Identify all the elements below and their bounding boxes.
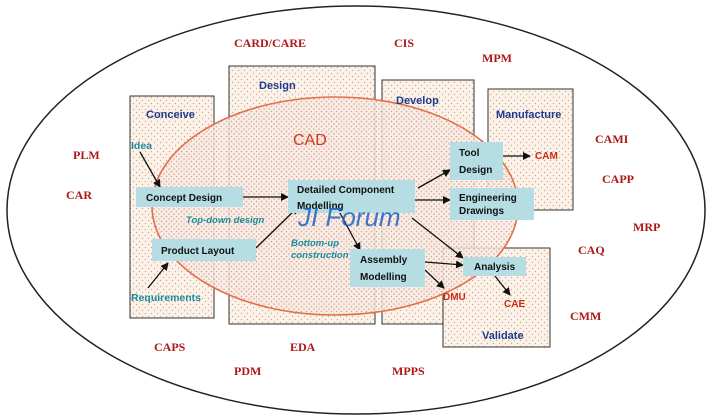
outer-label-caps: CAPS xyxy=(154,340,186,354)
arrow-assembly-to-dmu xyxy=(424,269,445,289)
cad-label: CAD xyxy=(293,132,327,149)
arrow-requirements-to-layout xyxy=(147,262,169,289)
outer-label-pdm: PDM xyxy=(234,364,261,378)
arrow-detailed-to-assembly xyxy=(339,212,361,251)
arrow-detailed-to-analysis xyxy=(411,217,464,259)
outer-label-mrp: MRP xyxy=(633,220,660,234)
panel-title-manufacture: Manufacture xyxy=(496,109,561,121)
arrow-layout-to-detailed xyxy=(255,206,299,249)
outer-label-car: CAR xyxy=(66,188,92,202)
concept-design-label: Concept Design xyxy=(146,193,222,204)
engineering-drawings-node xyxy=(450,188,534,220)
dmu-label: DMU xyxy=(443,292,466,303)
arrow-detailed-to-tool xyxy=(417,169,451,189)
outer-label-capp: CAPP xyxy=(602,172,634,186)
bottom-up-label-line2: construction xyxy=(291,250,349,261)
bottom-up-label-line1: Bottom-up xyxy=(291,238,339,249)
detailed-component-node xyxy=(288,180,415,213)
arrow-idea-to-concept xyxy=(139,151,161,188)
panel-title-design: Design xyxy=(259,80,296,92)
outer-label-cami: CAMI xyxy=(595,132,629,146)
outer-label-caq: CAQ xyxy=(578,243,605,257)
outer-label-eda: EDA xyxy=(290,340,316,354)
analysis-node xyxy=(463,257,526,276)
assembly-modelling-label-line2: Modelling xyxy=(360,272,407,283)
outer-label-cmm: CMM xyxy=(570,309,601,323)
analysis-label: Analysis xyxy=(474,262,516,273)
arrow-assembly-to-analysis xyxy=(424,260,464,269)
cam-label: CAM xyxy=(535,151,558,162)
engineering-drawings-label-line1: Engineering xyxy=(459,193,517,204)
watermark-text: JI Forum xyxy=(297,202,401,232)
outer-label-plm: PLM xyxy=(73,148,100,162)
product-layout-node xyxy=(152,239,256,261)
outer-label-card-care: CARD/CARE xyxy=(234,36,306,50)
panel-title-validate: Validate xyxy=(482,330,524,342)
tool-design-node xyxy=(450,142,503,180)
outer-label-mpm: MPM xyxy=(482,51,512,65)
assembly-modelling-node xyxy=(350,249,425,287)
concept-design-node xyxy=(136,187,243,207)
panel-title-develop: Develop xyxy=(396,95,439,107)
detailed-component-label-line1: Detailed Component xyxy=(297,185,395,196)
outer-label-mpps: MPPS xyxy=(392,364,425,378)
panel-title-conceive: Conceive xyxy=(146,109,195,121)
requirements-label: Requirements xyxy=(131,292,201,304)
assembly-modelling-label-line1: Assembly xyxy=(360,255,408,266)
tool-design-label-line1: Tool xyxy=(459,148,480,159)
engineering-drawings-label-line2: Drawings xyxy=(459,206,504,217)
idea-label: Idea xyxy=(131,140,152,152)
detailed-component-label-line2: Modelling xyxy=(297,201,344,212)
outer-label-cis: CIS xyxy=(394,36,414,50)
cae-label: CAE xyxy=(504,299,525,310)
arrow-analysis-to-cae xyxy=(494,275,511,296)
tool-design-label-line2: Design xyxy=(459,165,492,176)
top-down-design-label: Top-down design xyxy=(186,215,264,226)
product-layout-label: Product Layout xyxy=(161,246,235,257)
